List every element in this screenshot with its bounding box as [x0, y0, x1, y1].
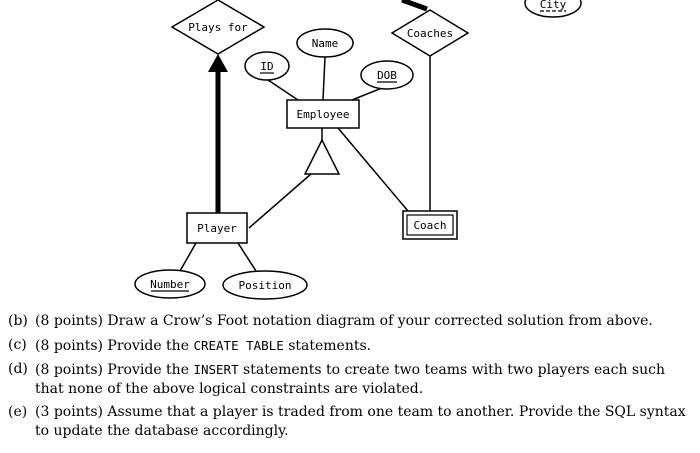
- question-b-text: (8 points) Draw a Crow’s Foot notation d…: [35, 313, 653, 329]
- player-number-line: [179, 242, 197, 272]
- create-table-keyword: CREATE TABLE: [193, 338, 284, 353]
- question-d-label: (d): [8, 361, 28, 377]
- question-c-text: (8 points) Provide the CREATE TABLE stat…: [35, 338, 372, 354]
- question-b: (b) (8 points) Draw a Crow’s Foot notati…: [8, 312, 692, 331]
- name-label: Name: [312, 37, 339, 50]
- arrowhead-icon: [208, 54, 228, 72]
- question-e-label: (e): [8, 404, 28, 420]
- player-entity: [186, 212, 248, 244]
- dob-attribute: [360, 60, 414, 90]
- coaches-relationship: [390, 9, 470, 57]
- question-b-label: (b): [8, 313, 28, 329]
- employee-label: Employee: [297, 108, 350, 121]
- id-employee-line: [267, 79, 299, 101]
- question-d: (d) (8 points) Provide the INSERT statem…: [8, 360, 692, 399]
- city-attribute: [524, 0, 582, 18]
- coach-weak-entity-inner: [406, 214, 454, 236]
- id-label: ID: [260, 60, 273, 73]
- dob-employee-line: [351, 87, 383, 101]
- coach-weak-entity: [402, 210, 458, 240]
- question-e-text: (3 points) Assume that a player is trade…: [35, 404, 686, 439]
- plays-for-relationship: [170, 0, 266, 55]
- player-label: Player: [197, 222, 237, 235]
- name-employee-line: [322, 56, 326, 101]
- isa-triangle: [303, 138, 341, 175]
- name-attribute: [296, 28, 354, 58]
- plays-for-label: Plays for: [188, 21, 248, 34]
- dob-label: DOB: [377, 69, 397, 82]
- er-diagram: City Plays for Coaches Name ID DOB Emplo…: [134, 0, 582, 300]
- position-label: Position: [239, 279, 292, 292]
- player-position-line: [237, 242, 257, 272]
- id-attribute: [244, 51, 290, 81]
- employee-entity: [286, 99, 360, 129]
- number-label: Number: [150, 278, 190, 291]
- coaches-team-thick-line: [401, 0, 428, 12]
- insert-keyword: INSERT: [193, 362, 239, 377]
- isa-player-line: [248, 173, 312, 229]
- employee-coach-line: [337, 127, 409, 212]
- question-d-text: (8 points) Provide the INSERT statements…: [35, 362, 665, 397]
- position-attribute: [222, 270, 308, 300]
- question-c: (c) (8 points) Provide the CREATE TABLE …: [8, 336, 692, 356]
- city-label: City: [540, 0, 567, 11]
- question-e: (e) (3 points) Assume that a player is t…: [8, 403, 692, 441]
- coach-label: Coach: [413, 219, 446, 232]
- coaches-label: Coaches: [407, 27, 453, 40]
- question-c-label: (c): [8, 337, 27, 353]
